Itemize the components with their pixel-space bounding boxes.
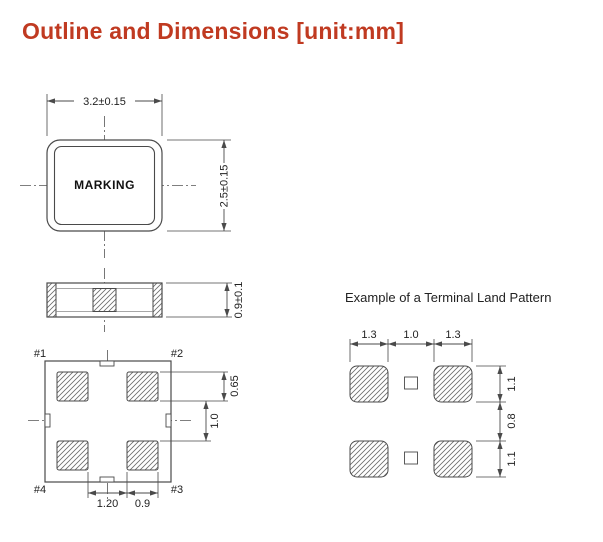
pad-2-hatch [126, 371, 159, 402]
land-right-extension-lines [476, 365, 506, 478]
bottom-top-edge-notch [99, 360, 115, 367]
pad-3-hatch [126, 440, 159, 471]
side-view: 0.9±0.1 [46, 268, 245, 332]
land-right-dim-3: 1.1 [506, 451, 518, 466]
package-outline [46, 139, 163, 232]
bottom-view: #1 #2 #4 #3 0.65 1.0 1.20 0.9 [28, 348, 241, 510]
marking-label: MARKING [74, 178, 135, 192]
land-pattern-caption: Example of a Terminal Land Pattern [345, 290, 551, 305]
page-title: Outline and Dimensions [unit:mm] [22, 18, 405, 44]
pad-1-hatch [56, 371, 89, 402]
land-pad-1 [349, 365, 389, 403]
side-right-terminal-hatch [152, 282, 163, 318]
land-pad-2 [433, 365, 473, 403]
top-height-dimension: 2.5±0.15 [219, 165, 231, 208]
top-view: MARKING 3.2±0.15 2.5±0.15 [20, 94, 231, 258]
land-top-dim-2: 1.0 [403, 329, 418, 341]
side-left-terminal-hatch [46, 282, 57, 318]
land-pad-4 [349, 440, 389, 478]
land-pad-3 [433, 440, 473, 478]
package-lid-outline [53, 145, 156, 226]
bottom-dim-right: 0.9 [135, 498, 150, 510]
land-right-dim-2: 0.8 [506, 413, 518, 428]
top-width-dimension: 3.2±0.15 [83, 96, 126, 108]
pad-height-dimension: 0.65 [229, 375, 241, 396]
land-top-dim-3: 1.3 [445, 329, 460, 341]
row-gap-dimension: 1.0 [209, 413, 221, 428]
bottom-right-extension-lines [160, 371, 228, 442]
pad-1-label: #1 [34, 348, 46, 360]
pad-2-label: #2 [171, 348, 183, 360]
land-top-extension-lines [349, 339, 473, 362]
land-top-dim-1: 1.3 [361, 329, 376, 341]
bottom-bottom-edge-notch [99, 476, 115, 483]
bottom-dim-left: 1.20 [97, 498, 118, 510]
land-top-row-center-tab [404, 376, 418, 390]
side-thickness-dimension: 0.9±0.1 [233, 282, 245, 319]
side-thickness-extension-lines [166, 282, 232, 318]
pad-3-label: #3 [171, 484, 183, 496]
bottom-right-edge-notch [165, 413, 172, 428]
pad-4-hatch [56, 440, 89, 471]
pad-4-label: #4 [34, 484, 46, 496]
land-right-dim-1: 1.1 [506, 376, 518, 391]
side-center-hatch [92, 288, 117, 312]
top-height-extension-lines [167, 139, 231, 232]
bottom-left-edge-notch [44, 413, 51, 428]
land-bottom-row-center-tab [404, 451, 418, 465]
land-pattern: Example of a Terminal Land Pattern 1.3 1… [345, 290, 551, 478]
